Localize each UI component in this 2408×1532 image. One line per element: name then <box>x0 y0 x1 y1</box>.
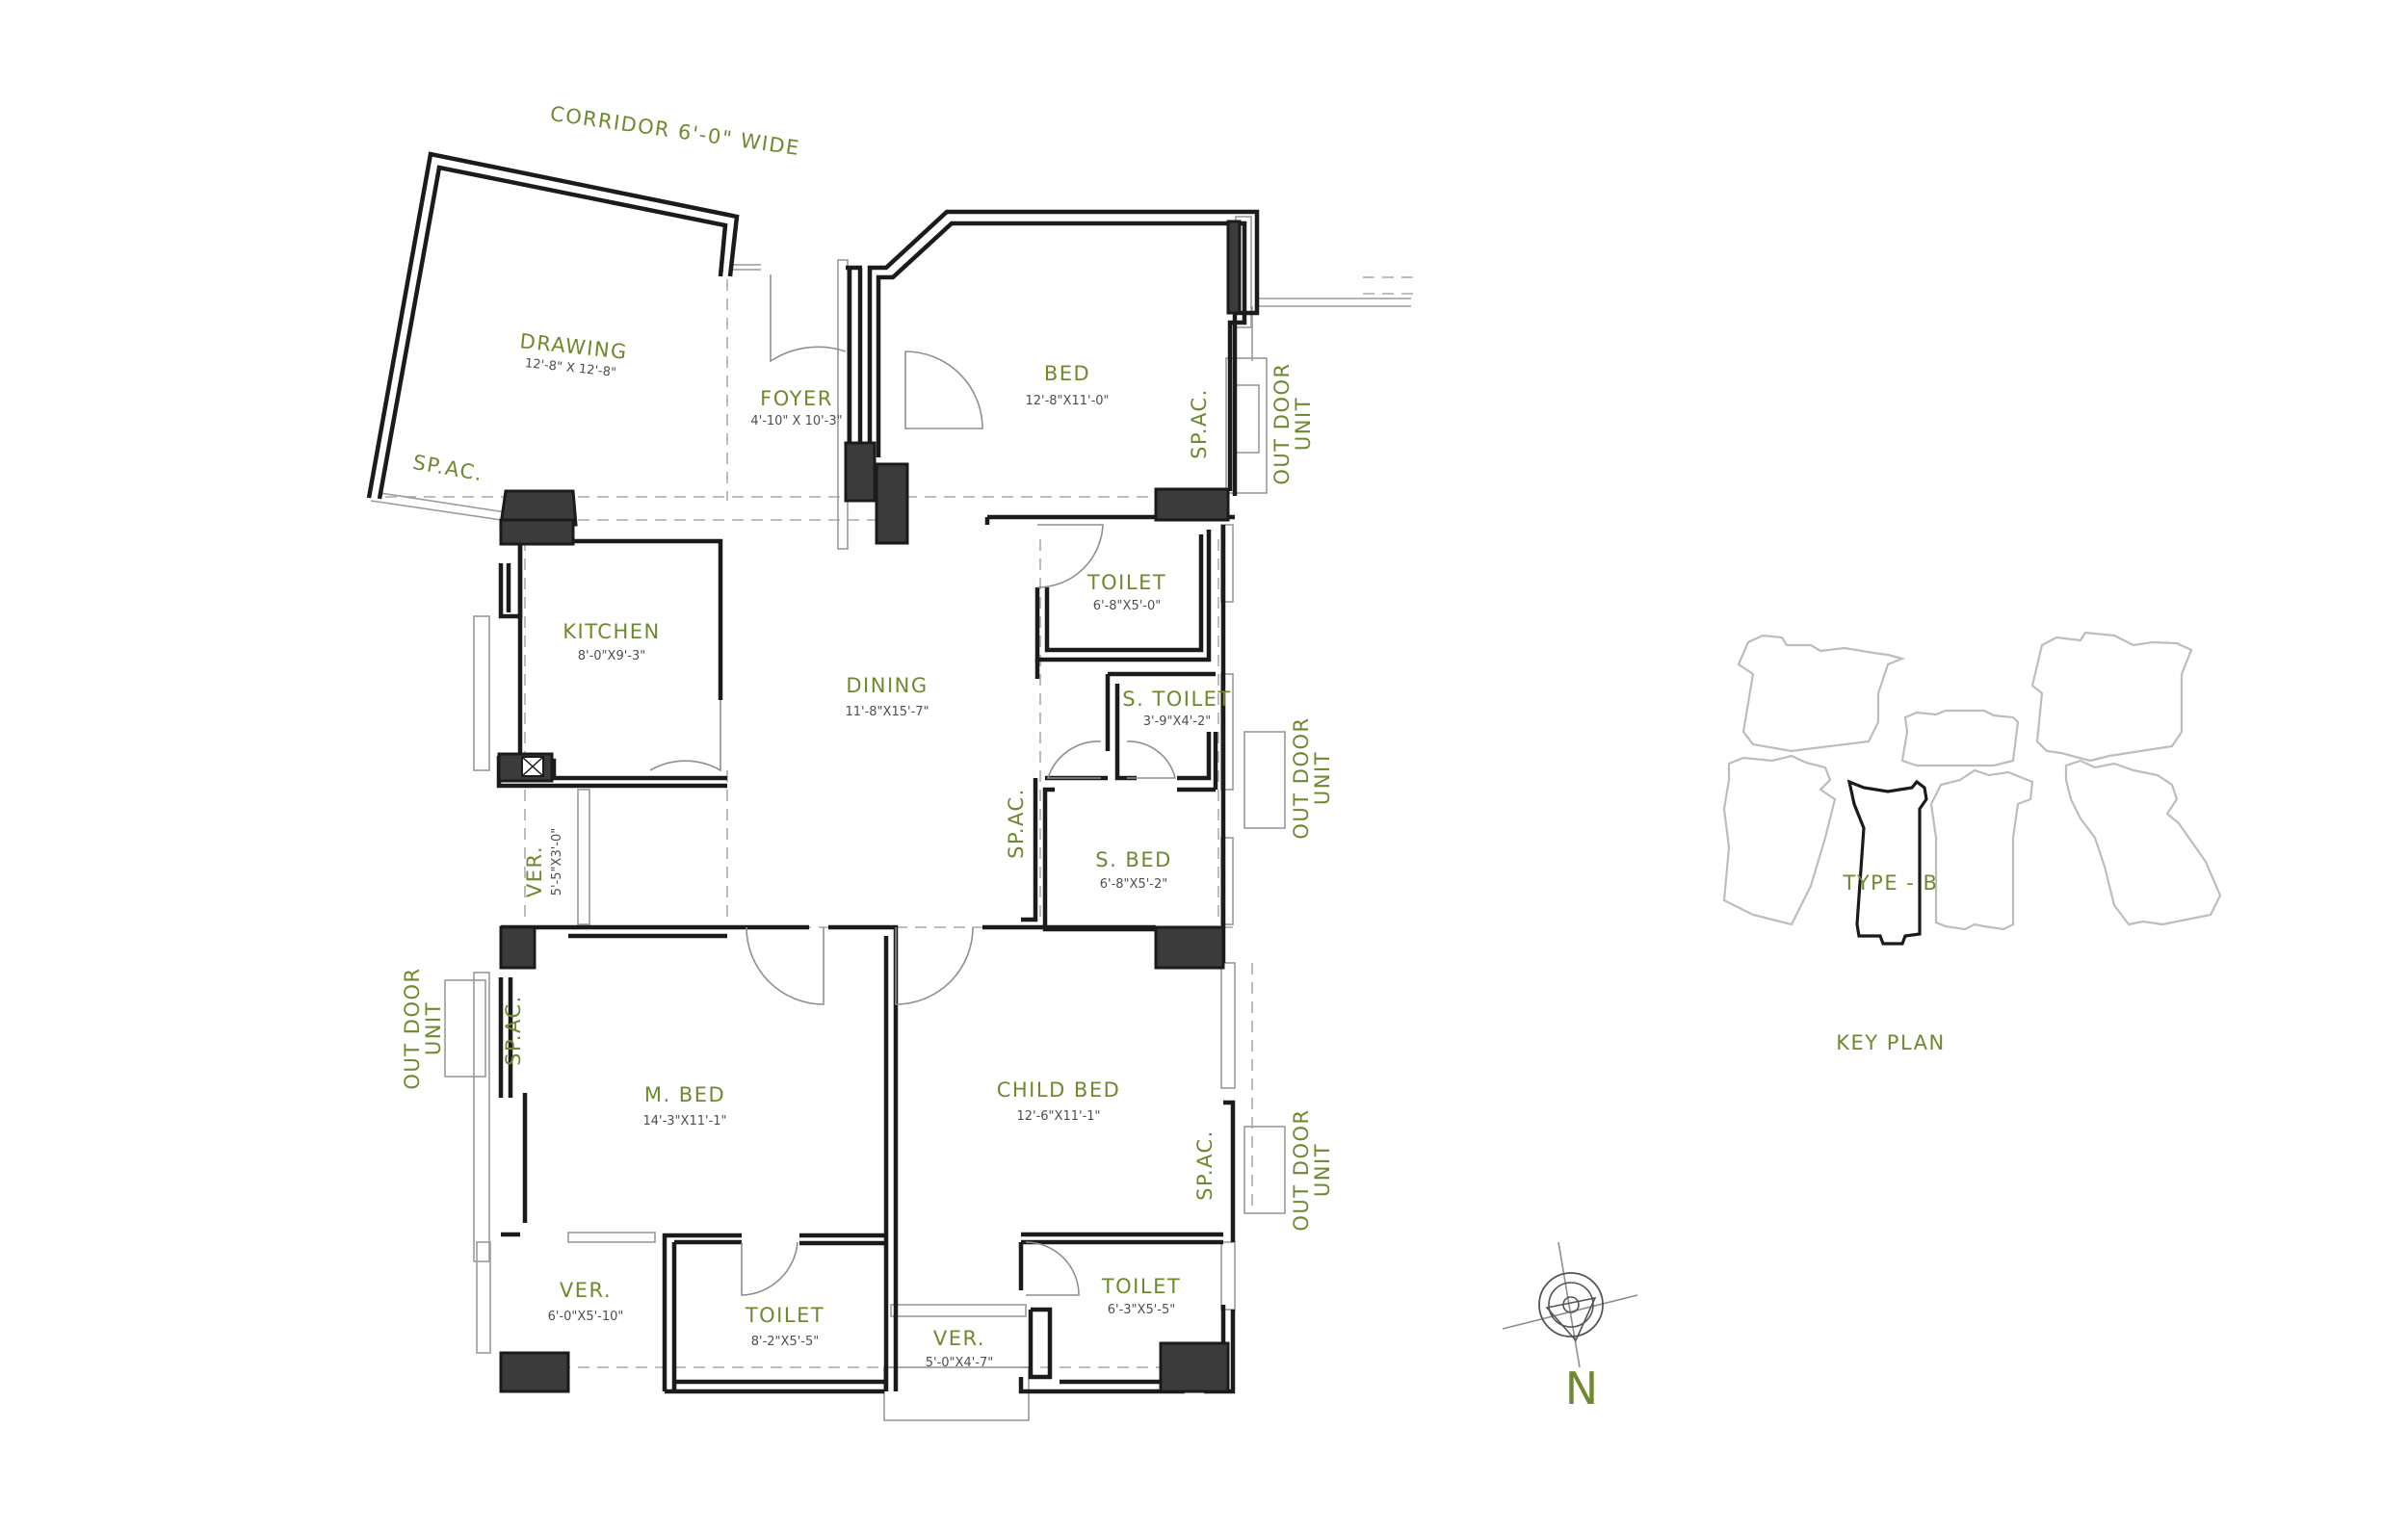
corridor-label: CORRIDOR 6'-0" WIDE <box>549 102 802 160</box>
ver2-size: 6'-0"X5'-10" <box>548 1310 624 1324</box>
guide-lines <box>385 276 1421 1368</box>
north-compass: N <box>1502 1241 1638 1415</box>
ver1-size: 5'-5"X3'-0" <box>550 828 564 896</box>
toilet3-size: 6'-3"X5'-5" <box>1108 1303 1175 1317</box>
outdoor-mbed-line2: UNIT <box>422 1001 445 1055</box>
mbed-size: 14'-3"X11'-1" <box>642 1114 726 1129</box>
spac-bed: SP.AC. <box>1188 388 1211 459</box>
spac-sbed: SP.AC. <box>1005 788 1028 859</box>
ver3-name: VER. <box>933 1327 985 1350</box>
north-label: N <box>1565 1363 1598 1415</box>
outdoor-bed-line1: OUT DOOR <box>1270 362 1294 484</box>
outdoor-bed-line2: UNIT <box>1292 397 1315 451</box>
stoilet-size: 3'-9"X4'-2" <box>1143 714 1211 729</box>
toilet1-size: 6'-8"X5'-0" <box>1093 599 1161 613</box>
foyer-name: FOYER <box>760 387 833 410</box>
spac-drawing: SP.AC. <box>411 451 485 485</box>
sbed-name: S. BED <box>1095 848 1172 871</box>
columns <box>497 220 1242 1393</box>
kitchen-name: KITCHEN <box>563 620 661 643</box>
drawing-wall <box>366 151 740 499</box>
dining-name: DINING <box>846 674 928 697</box>
sbed-size: 6'-8"X5'-2" <box>1100 877 1167 892</box>
type-b-unit <box>1846 779 1928 946</box>
mbed-name: M. BED <box>644 1083 725 1106</box>
spac-childbed: SP.AC. <box>1193 1130 1217 1201</box>
door-swings <box>649 274 1177 1296</box>
outdoor-sbed-line2: UNIT <box>1311 751 1334 805</box>
childbed-size: 12'-6"X11'-1" <box>1016 1109 1100 1124</box>
foyer-size: 4'-10" X 10'-3" <box>750 414 842 428</box>
ver2-name: VER. <box>560 1279 612 1302</box>
key-plan-title: KEY PLAN <box>1836 1031 1945 1054</box>
ver3-size: 5'-0"X4'-7" <box>926 1356 993 1370</box>
key-plan: TYPE - B KEY PLAN <box>1722 631 2222 1054</box>
bed-size: 12'-8"X11'-0" <box>1025 394 1109 408</box>
walls <box>366 151 1260 1394</box>
stoilet-name: S. TOILET <box>1122 688 1232 711</box>
toilet2-size: 8'-2"X5'-5" <box>751 1335 819 1349</box>
window-lines <box>370 216 1411 1421</box>
type-b-label: TYPE - B <box>1843 871 1939 895</box>
kitchen-size: 8'-0"X9'-3" <box>578 649 645 663</box>
outdoor-childbed-line2: UNIT <box>1311 1143 1334 1197</box>
outdoor-childbed-line1: OUT DOOR <box>1290 1108 1313 1231</box>
toilet2-name: TOILET <box>745 1304 824 1327</box>
toilet3-name: TOILET <box>1101 1275 1181 1298</box>
toilet1-name: TOILET <box>1086 571 1166 594</box>
dining-size: 11'-8"X15'-7" <box>845 705 929 719</box>
bed-name: BED <box>1044 362 1090 385</box>
outdoor-sbed-line1: OUT DOOR <box>1290 716 1313 839</box>
spac-mbed: SP.AC. <box>502 995 525 1066</box>
outdoor-unit-labels: OUT DOOR UNIT OUT DOOR UNIT OUT DOOR UNI… <box>401 362 1334 1231</box>
ver1-name: VER. <box>523 845 546 897</box>
childbed-name: CHILD BED <box>997 1078 1121 1102</box>
outdoor-mbed-line1: OUT DOOR <box>401 967 424 1089</box>
room-labels: CORRIDOR 6'-0" WIDE DRAWING 12'-8" X 12'… <box>518 102 1232 1370</box>
